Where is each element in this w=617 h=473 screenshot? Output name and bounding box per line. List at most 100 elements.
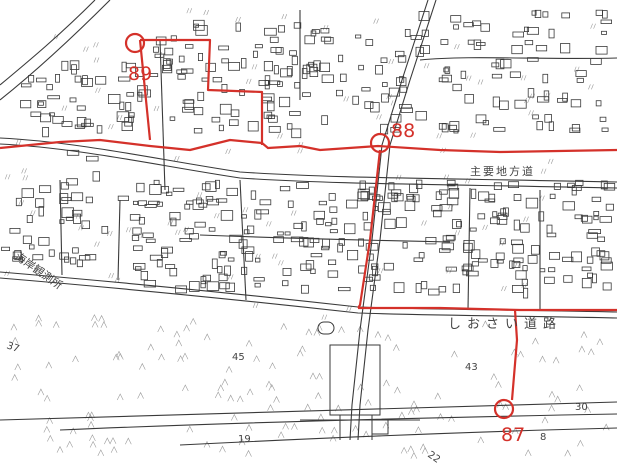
elevation-label: 22: [425, 449, 442, 465]
building: [415, 111, 427, 121]
building: [207, 198, 220, 206]
building: [284, 231, 291, 236]
terrain-symbol: [214, 391, 222, 399]
terrain-symbol: [374, 330, 382, 338]
building: [335, 89, 343, 97]
terrain-symbol: [346, 305, 352, 312]
building: [513, 257, 524, 264]
building: [309, 237, 320, 244]
terrain-symbol: [578, 345, 586, 353]
building: [339, 73, 347, 82]
building: [493, 182, 502, 191]
building: [441, 123, 449, 133]
building: [365, 243, 379, 251]
terrain-symbol: [85, 411, 92, 419]
building: [571, 124, 580, 132]
terrain-symbol: [421, 447, 429, 454]
building: [224, 265, 231, 276]
building: [216, 198, 228, 203]
building: [194, 221, 206, 228]
building: [49, 112, 55, 117]
building: [421, 29, 429, 37]
building: [229, 234, 242, 243]
terrain-symbol: [315, 392, 322, 399]
terrain-symbol: [66, 440, 73, 448]
terrain-symbol: [93, 42, 99, 48]
building: [357, 191, 368, 202]
building: [145, 238, 156, 243]
terrain-symbol: [175, 229, 181, 235]
terrain-symbol: [22, 175, 29, 181]
terrain-symbol: [362, 430, 370, 438]
terrain-symbol: [4, 174, 11, 180]
building: [495, 252, 505, 260]
building: [397, 55, 407, 63]
building: [86, 155, 99, 162]
building: [169, 116, 176, 121]
building: [491, 73, 503, 79]
terrain-symbol: [11, 373, 18, 381]
building: [599, 116, 607, 122]
building: [329, 206, 338, 213]
terrain-symbol: [72, 355, 79, 363]
terrain-symbol: [321, 314, 328, 320]
building: [509, 260, 515, 269]
terrain-symbol: [400, 446, 408, 454]
building: [126, 92, 135, 97]
building: [294, 82, 301, 89]
building: [302, 92, 311, 97]
building: [189, 233, 199, 240]
marker-89[interactable]: 89: [124, 32, 152, 85]
marker-89-circle[interactable]: [124, 32, 146, 54]
building: [337, 243, 343, 253]
marker-87-circle[interactable]: [493, 398, 515, 420]
terrain-symbol: [225, 365, 233, 373]
terrain-symbol: [395, 174, 402, 180]
terrain-symbol: [175, 339, 183, 347]
building: [304, 35, 315, 45]
building: [358, 64, 364, 71]
building: [406, 193, 415, 200]
terrain-symbol: [547, 158, 554, 165]
building: [227, 62, 240, 71]
terrain-symbol: [394, 386, 401, 394]
building: [425, 236, 437, 245]
building: [46, 84, 53, 91]
building: [254, 44, 263, 49]
building: [463, 22, 474, 28]
building: [286, 66, 293, 77]
building: [603, 182, 616, 191]
building: [415, 283, 422, 294]
building: [125, 102, 132, 112]
building: [591, 247, 600, 257]
marker-88[interactable]: 88: [369, 120, 415, 154]
terrain-symbol: [109, 437, 117, 444]
terrain-symbol: [167, 220, 174, 226]
terrain-symbol: [35, 319, 42, 327]
building: [55, 74, 60, 83]
building: [184, 227, 194, 235]
terrain-symbol: [104, 437, 111, 445]
building: [197, 53, 203, 62]
building: [116, 111, 129, 122]
terrain-symbol: [540, 168, 547, 174]
terrain-symbol: [280, 322, 288, 330]
terrain-symbol: [548, 390, 556, 398]
building: [491, 62, 500, 68]
terrain-symbol: [238, 438, 246, 446]
terrain-symbol: [454, 230, 461, 236]
building: [490, 259, 499, 268]
building: [269, 36, 279, 43]
terrain-symbol: [203, 9, 209, 16]
building: [320, 27, 330, 34]
building: [71, 192, 84, 202]
marker-87[interactable]: 87: [493, 398, 525, 446]
building: [346, 199, 358, 209]
elevation-label: 45: [232, 352, 245, 363]
building: [461, 265, 474, 272]
building: [593, 215, 599, 221]
building: [217, 266, 223, 274]
marker-88-circle[interactable]: [369, 132, 391, 154]
terrain-symbol: [181, 352, 189, 360]
building: [393, 282, 405, 293]
